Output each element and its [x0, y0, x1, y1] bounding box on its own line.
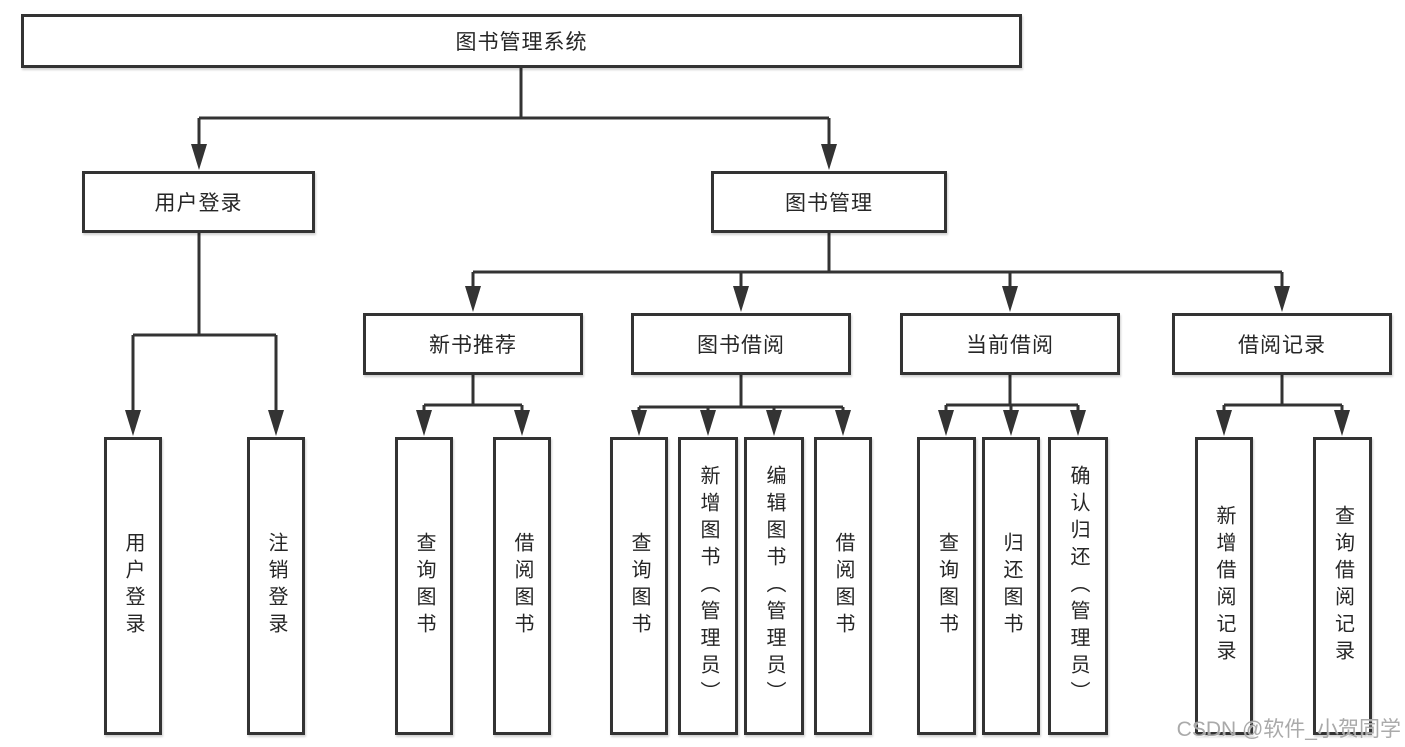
leaf-borrow-add-books-admin-label: 新增图书（管理员）: [697, 464, 719, 708]
node-book-borrow: 图书借阅: [631, 313, 851, 375]
node-book-borrow-label: 图书借阅: [697, 334, 785, 357]
leaf-recommend-query-books: 查询图书: [395, 437, 453, 735]
leaf-records-query-borrow-record-label: 查询借阅记录: [1331, 505, 1354, 667]
node-user-login: 用户登录: [82, 171, 315, 233]
node-borrow-records-label: 借阅记录: [1238, 334, 1326, 357]
connector-user-login-to-leaves: [125, 233, 284, 436]
connector-root-to-level1: [191, 68, 837, 170]
node-user-login-label: 用户登录: [154, 192, 243, 215]
leaf-logout: 注销登录: [247, 437, 305, 735]
node-current-borrow: 当前借阅: [900, 313, 1120, 375]
leaf-records-query-borrow-record: 查询借阅记录: [1313, 437, 1372, 735]
leaf-logout-label: 注销登录: [265, 532, 287, 640]
node-root-system-label: 图书管理系统: [455, 31, 588, 54]
connector-records-to-leaves: [1216, 375, 1350, 436]
node-book-management-label: 图书管理: [785, 192, 873, 215]
leaf-user-login-label: 用户登录: [122, 532, 144, 640]
leaf-user-login: 用户登录: [104, 437, 162, 735]
node-current-borrow-label: 当前借阅: [966, 334, 1054, 357]
leaf-borrow-query-books: 查询图书: [610, 437, 668, 735]
leaf-records-add-borrow-record-label: 新增借阅记录: [1213, 505, 1235, 667]
connector-current-to-leaves: [938, 375, 1086, 436]
leaf-recommend-borrow-books: 借阅图书: [493, 437, 551, 735]
leaf-current-confirm-return-admin-label: 确认归还（管理员）: [1067, 464, 1089, 708]
leaf-borrow-query-books-label: 查询图书: [628, 532, 650, 640]
node-new-book-recommend: 新书推荐: [363, 313, 583, 375]
leaf-records-add-borrow-record: 新增借阅记录: [1195, 437, 1253, 735]
leaf-current-query-books: 查询图书: [917, 437, 976, 735]
leaf-current-return-books: 归还图书: [982, 437, 1040, 735]
leaf-recommend-query-books-label: 查询图书: [413, 532, 435, 640]
leaf-borrow-borrow-books-label: 借阅图书: [832, 532, 854, 640]
leaf-current-query-books-label: 查询图书: [935, 532, 958, 640]
leaf-current-return-books-label: 归还图书: [1000, 532, 1022, 640]
node-new-book-recommend-label: 新书推荐: [429, 334, 517, 357]
connector-recommend-to-leaves: [416, 375, 530, 436]
node-book-management: 图书管理: [711, 171, 947, 233]
connector-book-management-to-level2: [465, 233, 1290, 312]
connector-borrow-to-leaves: [631, 375, 851, 436]
csdn-watermark: CSDN @软件_小贺同学: [1176, 718, 1401, 741]
leaf-borrow-add-books-admin: 新增图书（管理员）: [678, 437, 738, 735]
leaf-recommend-borrow-books-label: 借阅图书: [511, 532, 533, 640]
node-borrow-records: 借阅记录: [1172, 313, 1392, 375]
leaf-borrow-edit-books-admin-label: 编辑图书（管理员）: [763, 464, 785, 708]
node-root-system: 图书管理系统: [21, 14, 1022, 68]
leaf-current-confirm-return-admin: 确认归还（管理员）: [1048, 437, 1108, 735]
leaf-borrow-borrow-books: 借阅图书: [814, 437, 872, 735]
leaf-borrow-edit-books-admin: 编辑图书（管理员）: [744, 437, 804, 735]
